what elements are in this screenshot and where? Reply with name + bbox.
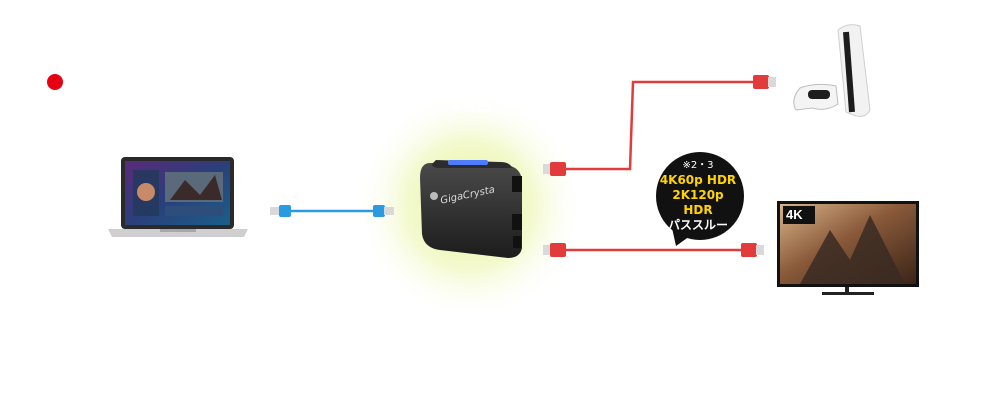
speech-bubble	[656, 152, 744, 246]
tv-4k-badge: 4K	[786, 207, 803, 222]
product-label: 本商品	[449, 99, 491, 115]
television	[777, 201, 919, 295]
bubble-text: ※2・3 4K60p HDR 2K120p HDR パススルー	[656, 158, 740, 233]
hdmi-port-label: HDMI	[630, 264, 663, 278]
bubble-note: ※2・3	[682, 160, 714, 171]
usb-cable	[270, 205, 394, 217]
hdmi-cable-tv	[543, 243, 764, 257]
capture-device	[420, 160, 522, 258]
game-console	[793, 24, 871, 117]
bubble-spec-2k: 2K120p HDR	[672, 188, 724, 217]
bubble-passthrough: パススルー	[667, 218, 728, 232]
laptop	[108, 157, 248, 237]
bubble-spec-4k: 4K60p HDR	[659, 173, 737, 187]
hdmi-cable-console	[543, 75, 776, 176]
bullet-marker	[47, 74, 63, 90]
